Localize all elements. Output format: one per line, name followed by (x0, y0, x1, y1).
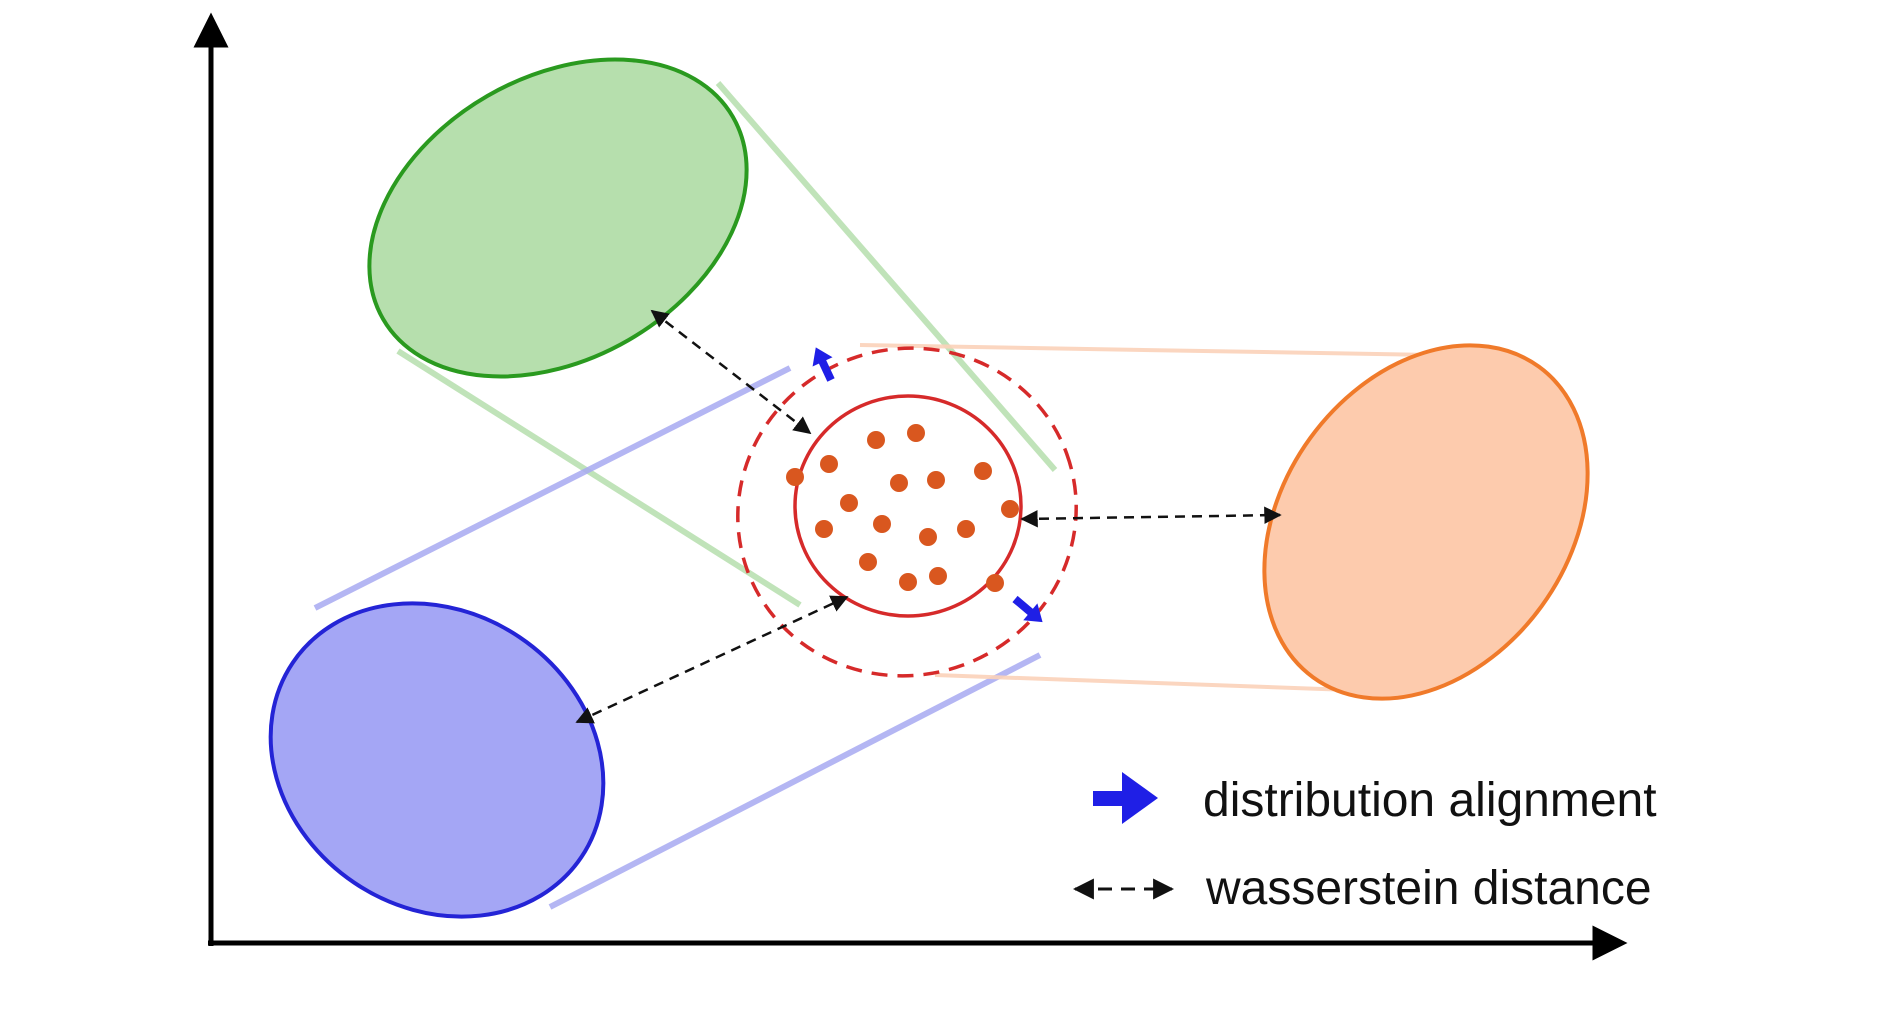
sample-point (859, 553, 877, 571)
alignment-arrow-down (1012, 595, 1043, 623)
orange-projection-lines (859, 343, 1491, 692)
distance-arrow-blue (575, 595, 849, 724)
sample-point (929, 567, 947, 585)
sample-point (890, 474, 908, 492)
sample-point (873, 515, 891, 533)
sample-points (786, 424, 1019, 592)
sample-point (786, 468, 804, 486)
alignment-arrows (812, 347, 1043, 623)
sample-point (1001, 500, 1019, 518)
green-projection-lines (396, 81, 1058, 608)
sample-point (986, 574, 1004, 592)
target-outer-dashed-boundary (736, 346, 1078, 678)
sample-point (919, 528, 937, 546)
legend: distribution alignment wasserstein dista… (1072, 772, 1657, 915)
sample-point (957, 520, 975, 538)
wasserstein-distance-arrows (575, 309, 1282, 724)
legend-alignment-label: distribution alignment (1203, 774, 1657, 827)
blue-distribution (268, 601, 606, 919)
sample-point (840, 494, 858, 512)
sample-point (927, 471, 945, 489)
distance-arrow-orange (1020, 506, 1282, 528)
orange-distribution (1262, 343, 1590, 701)
alignment-arrow-up (812, 347, 835, 382)
sample-point (815, 520, 833, 538)
target-inner-boundary (793, 394, 1023, 618)
sample-point (907, 424, 925, 442)
sample-point (899, 573, 917, 591)
blue-arrow-icon (1093, 772, 1158, 824)
green-distribution (367, 57, 749, 379)
sample-point (867, 431, 885, 449)
legend-wasserstein-label: wasserstein distance (1205, 862, 1652, 915)
sample-point (974, 462, 992, 480)
sample-point (820, 455, 838, 473)
